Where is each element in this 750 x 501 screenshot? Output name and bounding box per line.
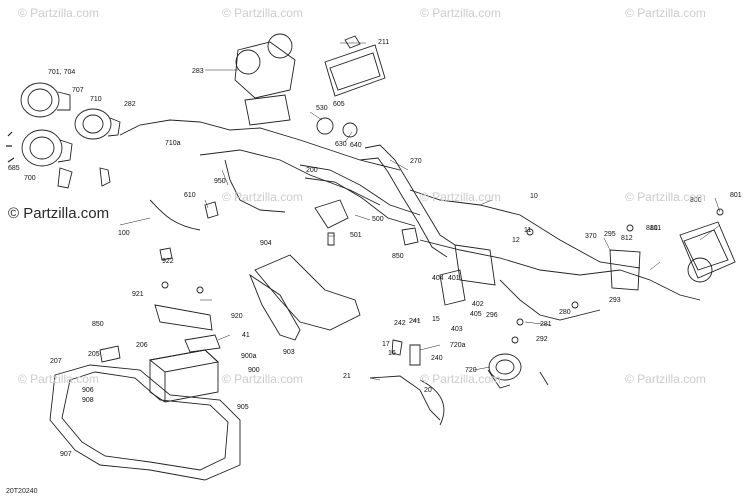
callout-label: 283 (192, 68, 204, 75)
callout-label: 11 (524, 227, 531, 234)
callout-label: 41 (242, 332, 250, 339)
callout-label: 12 (512, 237, 520, 244)
callout-label: 21 (343, 373, 351, 380)
callout-label: 950 (214, 178, 226, 185)
headlight-assembly-lower (6, 129, 111, 189)
callout-label: 293 (609, 297, 621, 304)
callout-label: 605 (333, 101, 345, 108)
ecu-box (679, 221, 736, 283)
callout-label: 610 (184, 192, 196, 199)
callout-label: 908 (82, 397, 94, 404)
callout-label: 630 (335, 141, 347, 148)
callout-label: 206 (136, 342, 148, 349)
callout-label: 370 (585, 233, 597, 240)
callout-label: 282 (124, 101, 136, 108)
watermark-text: © Partzilla.com (18, 372, 99, 386)
small-parts (99, 201, 724, 366)
callout-label: 280 (559, 309, 571, 316)
watermark-text: © Partzilla.com (222, 6, 303, 20)
callout-label: 205 (88, 351, 100, 358)
callout-label: 530 (316, 105, 328, 112)
callout-label: 241 (409, 318, 421, 325)
wiring-harness (119, 119, 701, 321)
callout-label: 710 (90, 96, 102, 103)
callout-label: 20 (424, 387, 432, 394)
callout-label: 17 (382, 341, 390, 348)
callout-label: 905 (237, 404, 249, 411)
bracket-920 (154, 304, 221, 353)
watermark-logo: © Partzilla.com (8, 205, 110, 222)
watermark-text: © Partzilla.com (625, 190, 706, 204)
callout-label: 270 (410, 158, 422, 165)
callout-label: 242 (394, 320, 406, 327)
watermark-text: © Partzilla.com (222, 372, 303, 386)
watermark-text: © Partzilla.com (420, 6, 501, 20)
harness-20 (369, 375, 445, 426)
callout-label: 405 (470, 311, 482, 318)
watermark-text: © Partzilla.com (420, 190, 501, 204)
callout-labels: 701, 704 707 710 282 710a 685 700 283 211 530 605 6… (8, 39, 742, 458)
callout-label: 700 (24, 175, 36, 182)
diagram-code: 20T20240 (6, 488, 38, 495)
callout-label: 402 (472, 301, 484, 308)
callout-label: 707 (72, 87, 84, 94)
callout-label: 903 (283, 349, 295, 356)
callout-label: 720a (450, 342, 466, 349)
module-center (314, 117, 641, 306)
callout-label: 921 (132, 291, 144, 298)
gauge-cluster (234, 33, 386, 126)
callout-label: 685 (8, 165, 20, 172)
battery-tray (49, 364, 241, 481)
callout-label: 812 (621, 235, 633, 242)
callout-label: 811 (650, 225, 661, 232)
watermark-text: © Partzilla.com (625, 372, 706, 386)
watermark-text: © Partzilla.com (18, 6, 99, 20)
callout-label: 800 (690, 197, 702, 204)
callout-label: 810 (646, 225, 658, 232)
callout-label: 850 (92, 321, 104, 328)
callout-label: 207 (50, 358, 62, 365)
watermark-text: © Partzilla.com (420, 372, 501, 386)
callout-label: 10 (530, 193, 538, 200)
callout-label: 900 (248, 367, 260, 374)
callout-label: 906 (82, 387, 94, 394)
callout-label: 710a (165, 140, 181, 147)
callout-label: 904 (260, 240, 272, 247)
callout-label: 211 (378, 39, 389, 46)
callout-label: 296 (486, 312, 498, 319)
shield-903 (249, 254, 361, 341)
callout-label: 240 (431, 355, 443, 362)
callout-label: 295 (604, 231, 616, 238)
callout-label: 281 (540, 321, 552, 328)
callout-label: 16 (388, 350, 396, 357)
callout-label: 501 (350, 232, 362, 239)
callout-label: 500 (372, 216, 384, 223)
callout-label: 801 (730, 192, 742, 199)
headlight-assembly-upper (20, 82, 121, 140)
callout-label: 640 (350, 142, 362, 149)
callout-label: 920 (231, 313, 243, 320)
callout-label: 907 (60, 451, 72, 458)
callout-label: 401 (448, 275, 460, 282)
callout-label: 900a (241, 353, 257, 360)
battery (148, 349, 219, 403)
callout-label: 100 (118, 230, 130, 237)
callout-label: 403 (451, 326, 463, 333)
watermark-text: © Partzilla.com (625, 6, 706, 20)
callout-label: 404 (432, 275, 444, 282)
intake-hose (299, 144, 456, 258)
leader-lines (119, 42, 721, 381)
callout-label: 200 (306, 167, 318, 174)
watermark-text: © Partzilla.com (222, 190, 303, 204)
callout-label: 292 (536, 336, 548, 343)
callout-label: 922 (162, 258, 174, 265)
callout-label: 15 (432, 316, 440, 323)
callout-label: 720 (465, 367, 477, 374)
callout-label: 850 (392, 253, 404, 260)
callout-label: 701, 704 (48, 69, 75, 76)
